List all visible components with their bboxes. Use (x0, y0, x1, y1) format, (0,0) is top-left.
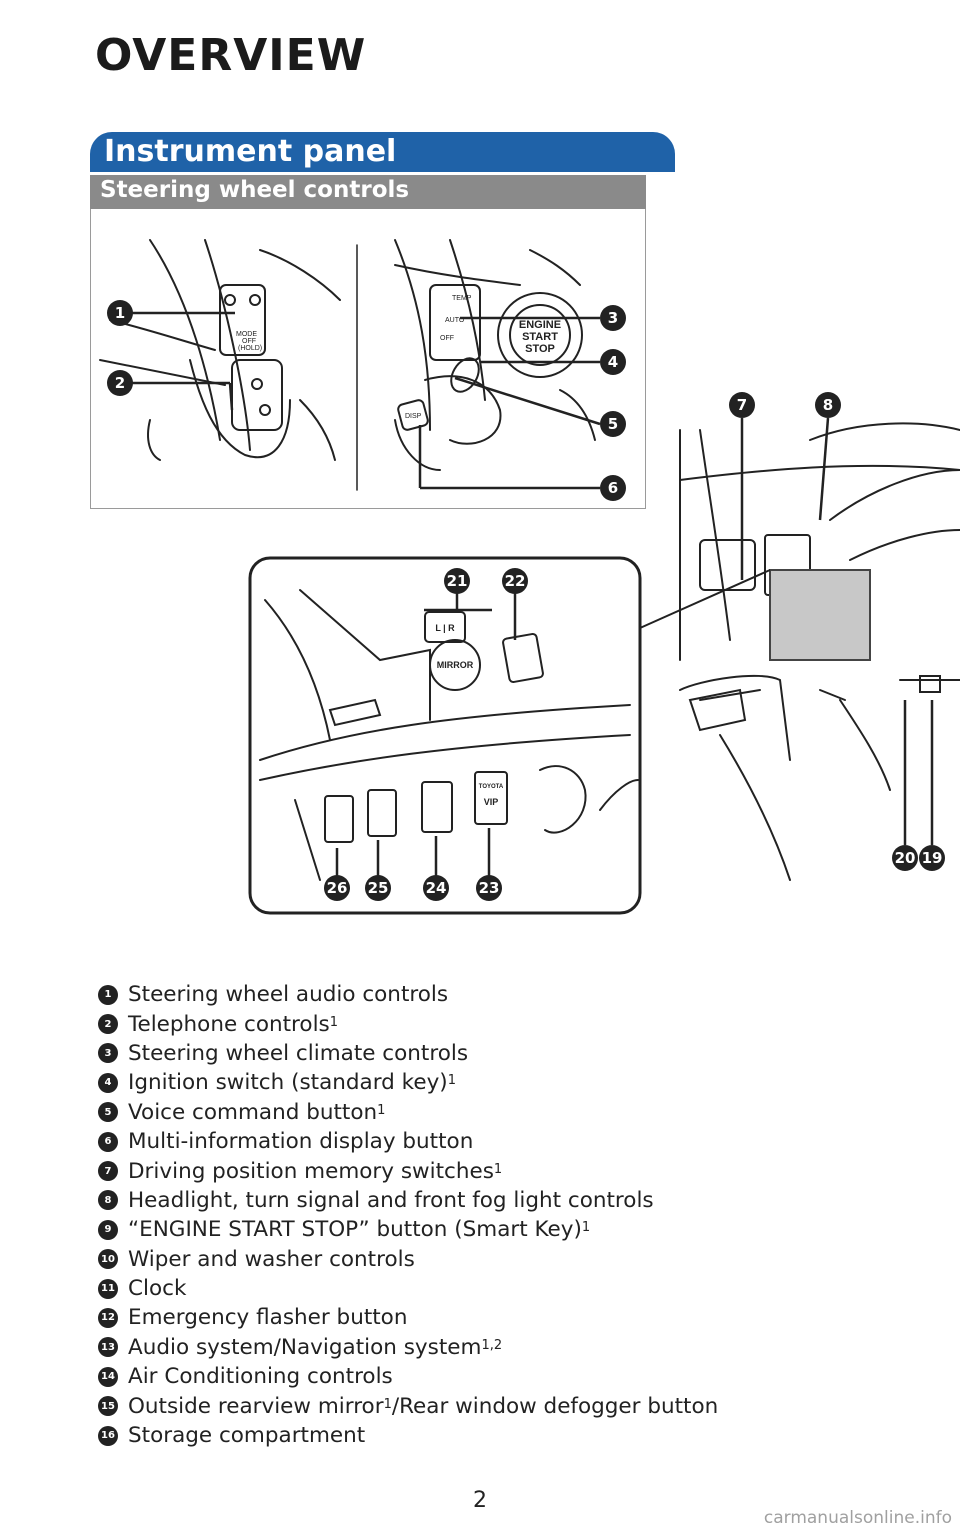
legend-item: 11 Clock (98, 1274, 898, 1303)
callout-20: 20 (892, 845, 918, 871)
ignition-engine-label: ENGINE (519, 319, 561, 331)
callout-22: 22 (502, 568, 528, 594)
off-right-label: OFF (440, 335, 454, 342)
callout-26: 26 (324, 875, 350, 901)
callout-2: 2 (107, 370, 133, 396)
legend-number: 5 (98, 1102, 118, 1123)
legend-item: 10 Wiper and washer controls (98, 1245, 898, 1274)
callout-3: 3 (600, 305, 626, 331)
steering-controls-box (90, 209, 646, 509)
mirror-select-label: L | R (435, 623, 455, 633)
callout-8: 8 (815, 392, 841, 418)
legend-text: Storage compartment (128, 1423, 366, 1449)
legend-number: 9 (98, 1219, 118, 1240)
legend-number: 6 (98, 1131, 118, 1152)
legend-text: Audio system/Navigation system (128, 1334, 482, 1360)
callout-6: 6 (600, 475, 626, 501)
legend-number: 15 (98, 1396, 118, 1417)
legend-text: Wiper and washer controls (128, 1246, 415, 1272)
legend-text: Steering wheel climate controls (128, 1040, 469, 1066)
mode-label: MODE (236, 331, 257, 338)
callout-21: 21 (444, 568, 470, 594)
legend-number: 13 (98, 1337, 118, 1358)
legend-number: 12 (98, 1307, 118, 1328)
section-banner: Instrument panel (90, 132, 675, 172)
page-title: OVERVIEW (95, 30, 367, 81)
off-label: OFF (242, 338, 256, 345)
callout-19: 19 (919, 845, 945, 871)
subsection-title: Steering wheel controls (100, 177, 410, 203)
legend-text: Driving position memory switches (128, 1158, 494, 1184)
legend-text: Steering wheel audio controls (128, 982, 449, 1008)
legend-text: Headlight, turn signal and front fog lig… (128, 1187, 654, 1213)
legend-text: Clock (128, 1276, 187, 1302)
legend-list: 1 Steering wheel audio controls 2 Telephon… (98, 980, 898, 1450)
section-title: Instrument panel (104, 134, 397, 169)
page-number: 2 (473, 1488, 487, 1513)
callout-5: 5 (600, 411, 626, 437)
legend-number: 3 (98, 1043, 118, 1064)
legend-text: Telephone controls (128, 1011, 330, 1037)
toyota-label: TOYOTA (479, 784, 504, 790)
legend-text-tail: /Rear window defogger button (391, 1393, 719, 1419)
legend-text: Voice command button (128, 1099, 378, 1125)
callout-4: 4 (600, 349, 626, 375)
callout-24: 24 (423, 875, 449, 901)
legend-number: 16 (98, 1425, 118, 1446)
legend-number: 4 (98, 1072, 118, 1093)
legend-item: 1 Steering wheel audio controls (98, 980, 898, 1009)
legend-number: 2 (98, 1014, 118, 1035)
legend-item: 14 Air Conditioning controls (98, 1362, 898, 1391)
legend-number: 14 (98, 1366, 118, 1387)
temp-label: TEMP (452, 295, 472, 302)
ignition-stop-label: STOP (525, 343, 555, 355)
legend-item: 3 Steering wheel climate controls (98, 1039, 898, 1068)
mirror-label: MIRROR (437, 660, 474, 670)
callout-23: 23 (476, 875, 502, 901)
legend-number: 11 (98, 1278, 118, 1299)
callout-7: 7 (729, 392, 755, 418)
legend-text: Emergency flasher button (128, 1305, 408, 1331)
instrument-panel-diagram: MODE OFF (HOLD) TEMP AUTO OFF DISP ENGIN… (99, 239, 960, 915)
legend-number: 8 (98, 1190, 118, 1211)
legend-item: 9“ENGINE START STOP” button (Smart Key)1 (98, 1215, 898, 1244)
legend-item: 12 Emergency flasher button (98, 1303, 898, 1332)
ignition-start-label: START (522, 331, 558, 343)
callout-1: 1 (107, 300, 133, 326)
legend-item: 8 Headlight, turn signal and front fog li… (98, 1186, 898, 1215)
legend-text: Outside rearview mirror (128, 1393, 384, 1419)
vip-label: VIP (484, 797, 499, 807)
legend-text: Multi-information display button (128, 1129, 474, 1155)
legend-text: Air Conditioning controls (128, 1364, 393, 1390)
legend-text: Ignition switch (standard key) (128, 1070, 448, 1096)
hold-label: (HOLD) (238, 345, 262, 352)
callout-25: 25 (365, 875, 391, 901)
legend-number: 7 (98, 1161, 118, 1182)
legend-text: “ENGINE START STOP” button (Smart Key) (128, 1217, 582, 1243)
subsection-banner: Steering wheel controls (90, 175, 646, 209)
disp-label: DISP (405, 413, 422, 420)
auto-label: AUTO (445, 317, 465, 324)
legend-number: 10 (98, 1249, 118, 1270)
legend-item: 16 Storage compartment (98, 1421, 898, 1450)
legend-number: 1 (98, 984, 118, 1005)
watermark: carmanualsonline.info (763, 1508, 952, 1528)
legend-item: 6 Multi-information display button (98, 1127, 898, 1156)
